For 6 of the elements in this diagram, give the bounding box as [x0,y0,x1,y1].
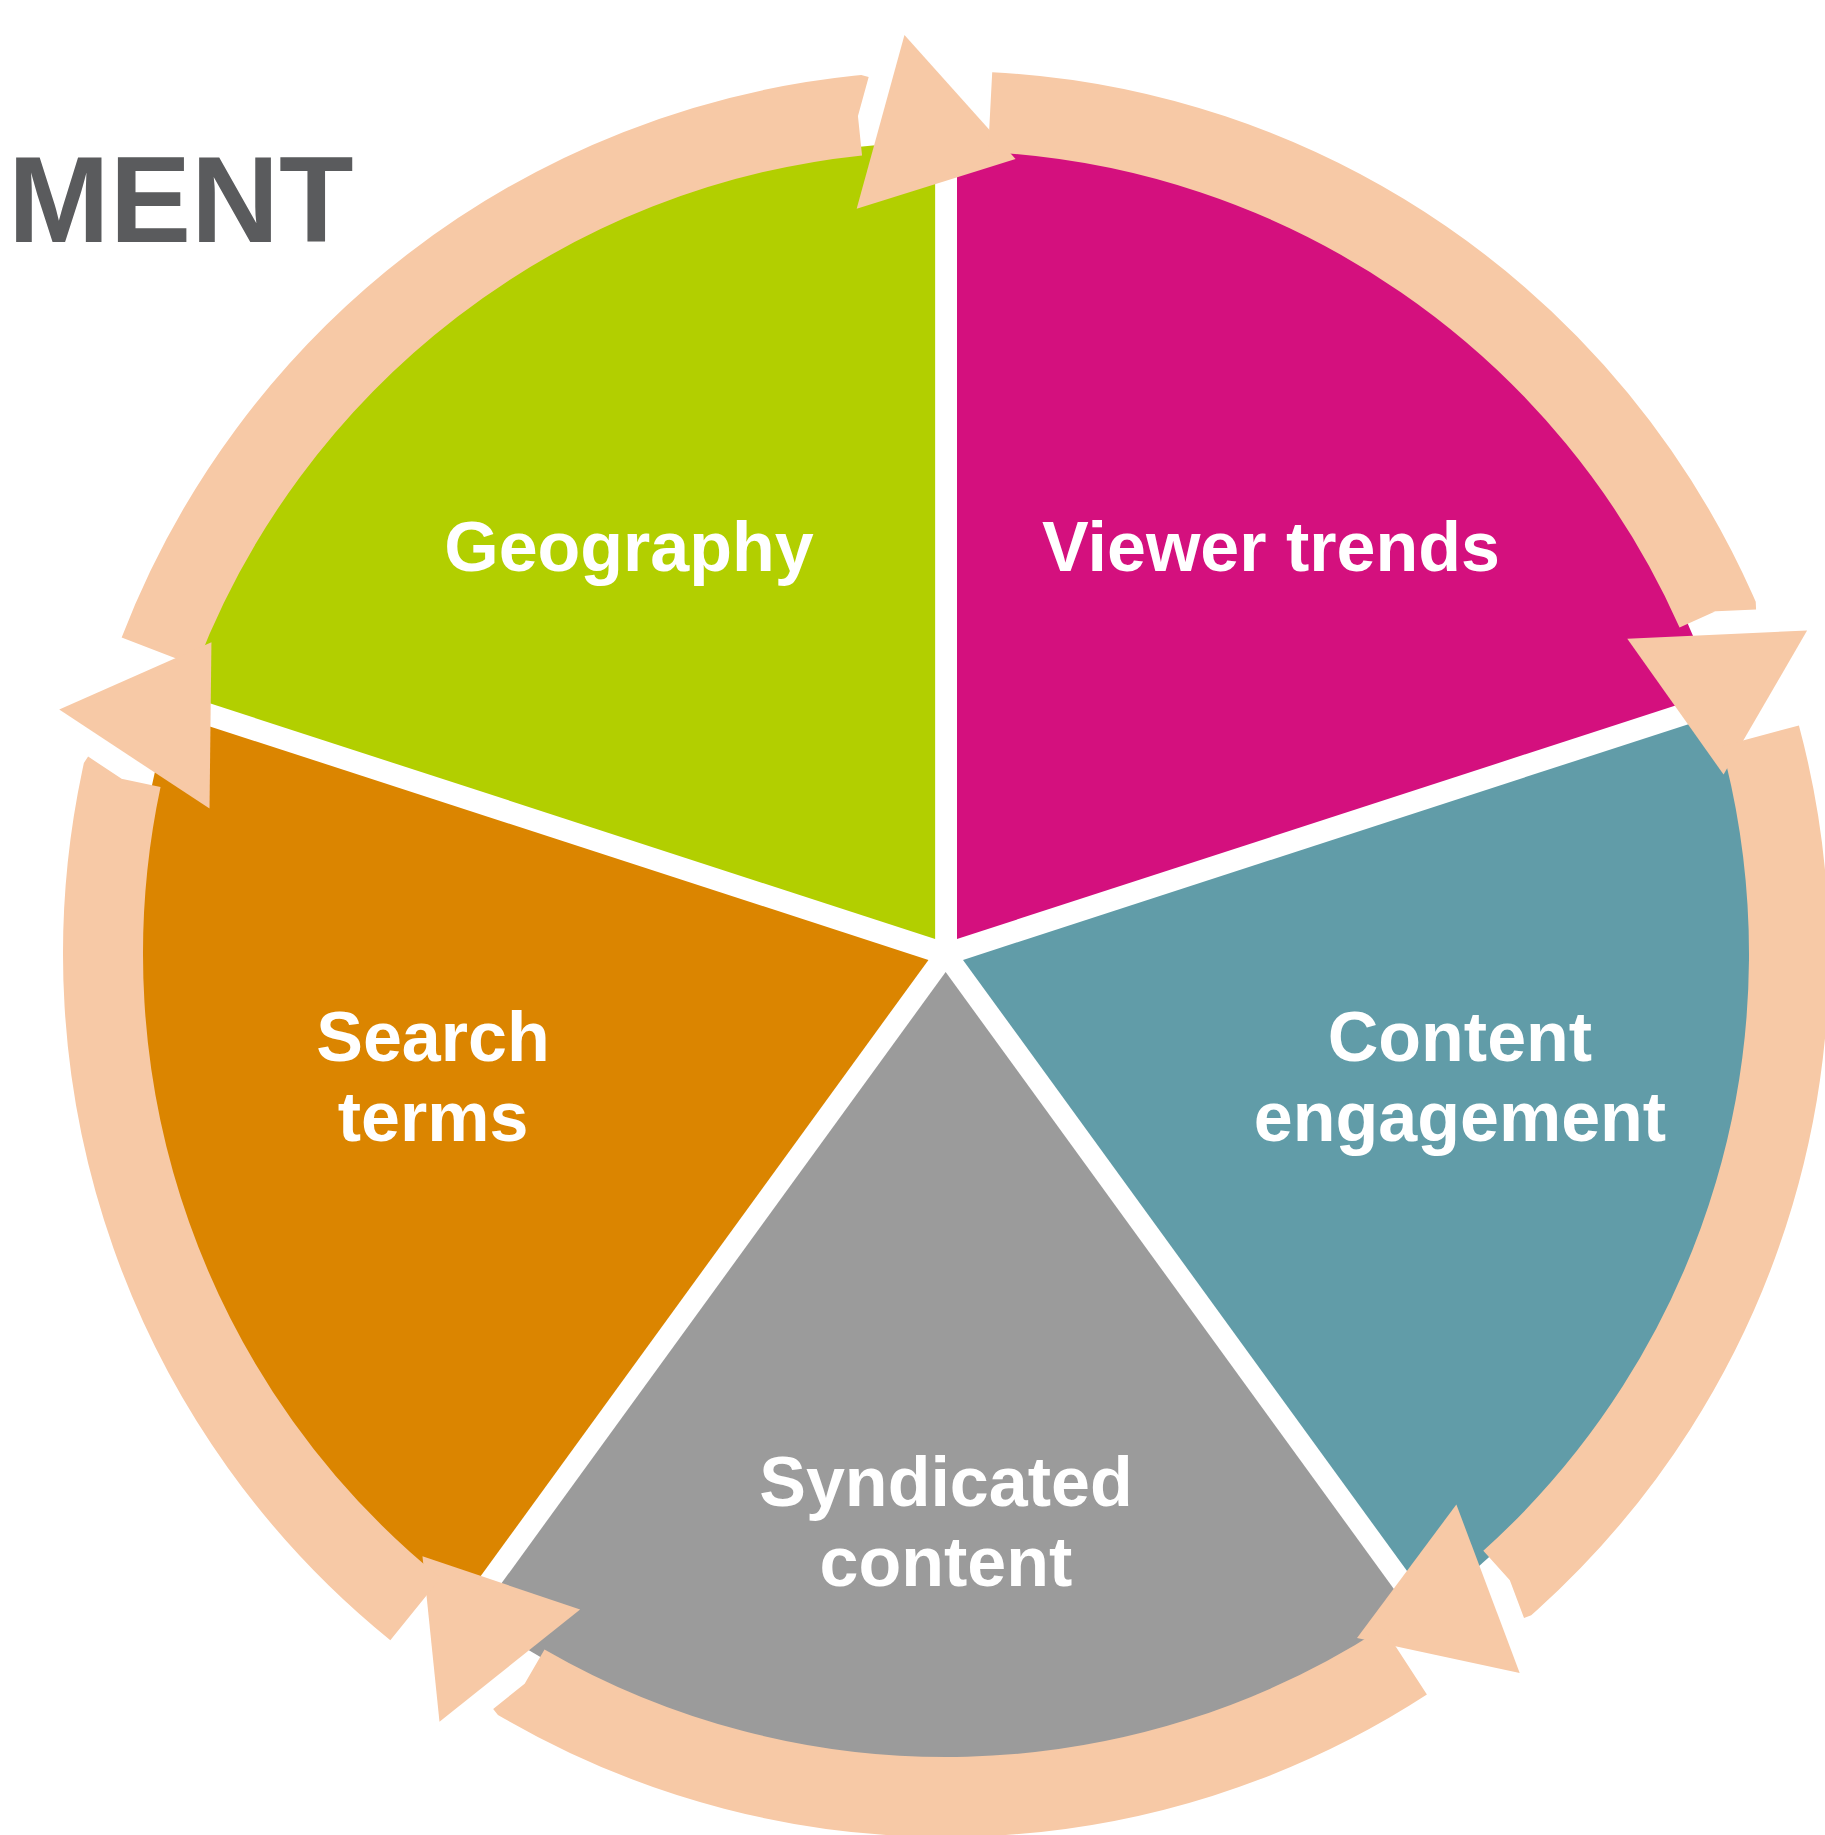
segment-label: Search terms [315,997,551,1157]
title: MENT [8,135,354,265]
segment-label: Viewer trends [1042,507,1500,587]
segment-label: Geography [444,507,814,587]
segment-label: Syndicated content [758,1442,1134,1602]
segment-label: Content engagement [1252,997,1668,1157]
